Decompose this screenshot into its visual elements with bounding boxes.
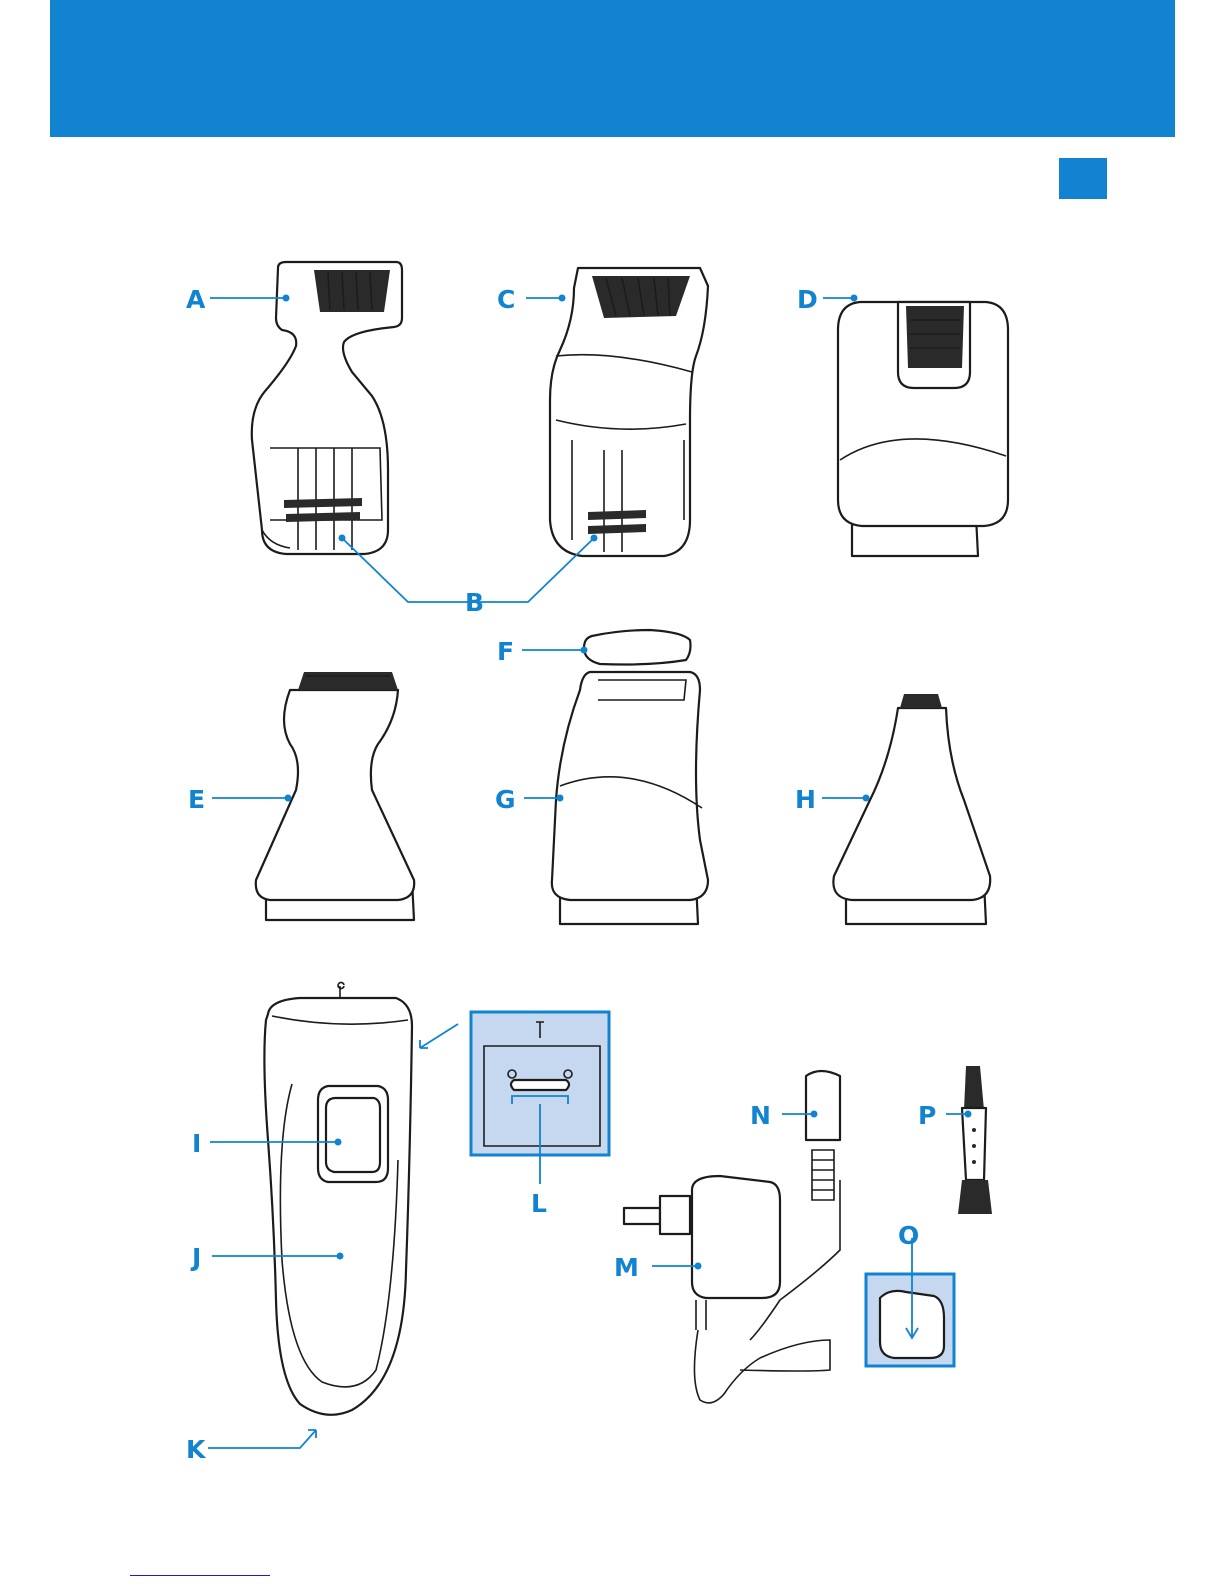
label-j: J: [190, 1243, 201, 1272]
label-p: P: [918, 1101, 936, 1130]
plug-n: [806, 1071, 840, 1200]
label-f: F: [497, 637, 514, 666]
appliance-body: [264, 983, 412, 1415]
epilating-head-d: [838, 302, 1008, 556]
comb-attachment-a: [252, 262, 402, 554]
cap-f: [584, 630, 691, 665]
label-l: L: [531, 1189, 547, 1218]
label-n: N: [750, 1101, 771, 1130]
label-h: H: [795, 785, 816, 814]
label-e: E: [188, 785, 205, 814]
label-g: G: [495, 785, 516, 814]
bottom-inset-l: [420, 1012, 609, 1155]
label-o: O: [898, 1221, 919, 1250]
cleaning-brush-p: [958, 1066, 992, 1214]
label-c: C: [497, 285, 515, 314]
shaving-head-g: [552, 672, 708, 924]
label-b: B: [465, 588, 484, 617]
label-i: I: [192, 1129, 201, 1158]
label-d: D: [797, 285, 818, 314]
adapter-m: [624, 1176, 840, 1403]
adapter-inset-o: [866, 1238, 954, 1366]
precision-trimmer-e: [256, 672, 414, 920]
label-m: M: [614, 1253, 639, 1282]
footer-rule: [130, 1575, 270, 1576]
bikini-trimmer-h: [833, 694, 990, 924]
label-k: K: [186, 1435, 207, 1464]
label-a: A: [186, 285, 206, 314]
comb-attachment-c: [550, 268, 708, 556]
